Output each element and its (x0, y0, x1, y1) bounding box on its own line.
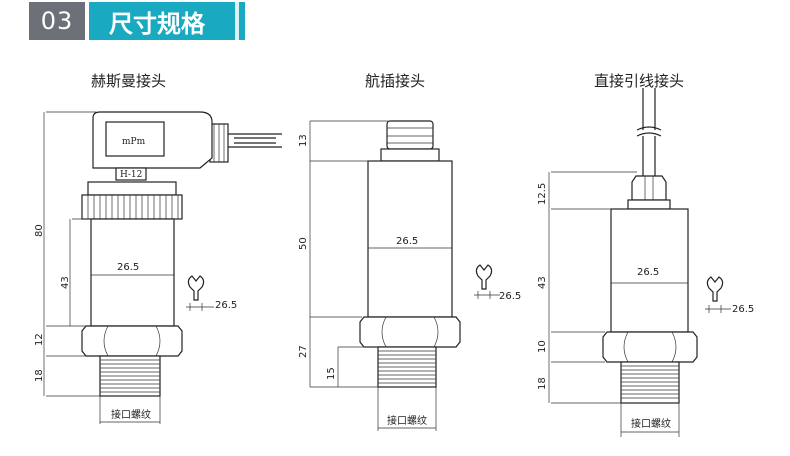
section-header: 03 尺寸规格 (29, 2, 245, 40)
dim-thread-height: 18 (537, 377, 548, 390)
dim-body-height: 43 (537, 276, 548, 289)
dim-thread-height: 18 (34, 369, 45, 382)
variant-title-aviation: 航插接头 (365, 72, 426, 90)
dim-body-height: 50 (298, 237, 309, 250)
connector-mark: mPm (122, 137, 146, 147)
thread-label: 接口螺纹 (631, 417, 671, 430)
dim-top-height: 12.5 (537, 183, 548, 205)
variant-title-hirschmann: 赫斯曼接头 (91, 72, 167, 90)
thread-label: 接口螺纹 (111, 408, 151, 421)
dim-body-height: 43 (60, 276, 71, 289)
dim-hex-height: 12 (34, 333, 45, 346)
dim-thread-height: 15 (326, 367, 337, 380)
sensor-aviation: 26.5 接口螺纹 13 50 27 15 26.5 (298, 120, 521, 431)
sensor-hirschmann: mPm H-12 26.5 接口螺纹 80 43 12 18 26.5 (34, 111, 282, 424)
dim-lower-height: 27 (298, 345, 309, 358)
dim-diameter: 26.5 (396, 236, 418, 247)
dim-top-height: 13 (298, 134, 309, 147)
connector-code: H-12 (120, 170, 142, 180)
sensor-direct-lead: 26.5 接口螺纹 12.5 43 10 18 26.5 (537, 88, 754, 437)
thread-label: 接口螺纹 (387, 414, 427, 427)
dim-wrench: 26.5 (499, 291, 521, 302)
section-number: 03 (29, 2, 85, 40)
dim-hex-height: 10 (537, 340, 548, 353)
dim-wrench: 26.5 (732, 304, 754, 315)
dim-diameter: 26.5 (637, 267, 659, 278)
variant-title-direct-lead: 直接引线接头 (594, 72, 685, 90)
dim-wrench: 26.5 (215, 300, 237, 311)
dim-diameter: 26.5 (117, 262, 139, 273)
section-title: 尺寸规格 (89, 2, 245, 40)
dim-total-height: 80 (34, 224, 45, 237)
